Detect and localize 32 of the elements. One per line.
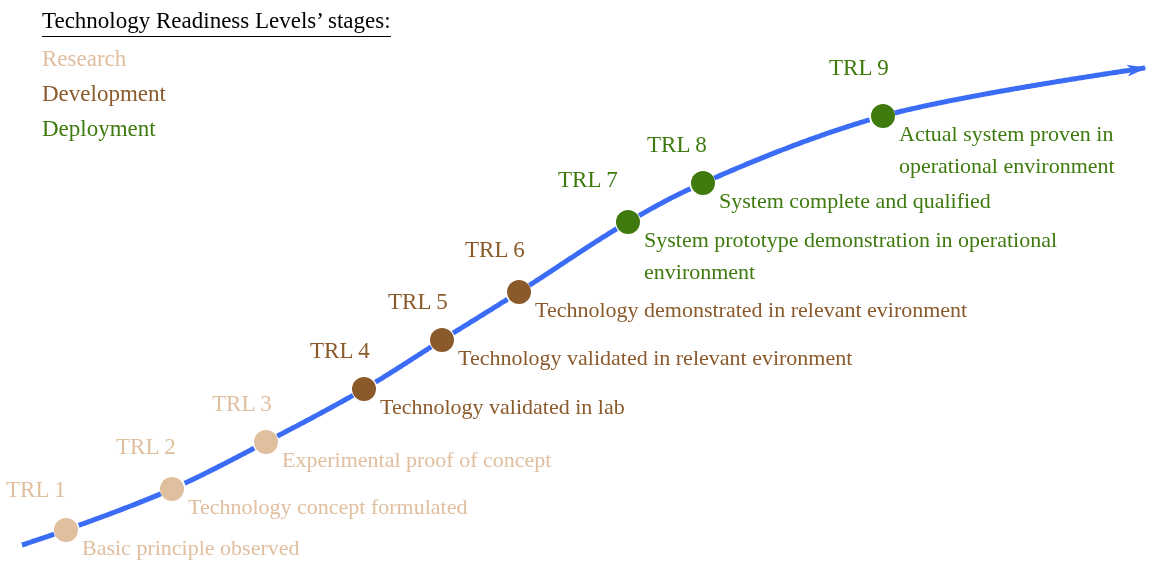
- level-description: System prototype demonstration in operational environment: [644, 226, 1059, 286]
- level-description: System complete and qualified: [719, 187, 992, 215]
- level-label: TRL 2: [116, 433, 176, 461]
- milestone-dot: [616, 210, 640, 234]
- legend-entry: Research: [42, 45, 127, 73]
- level-description: Experimental proof of concept: [282, 446, 553, 474]
- milestone-dot: [507, 280, 531, 304]
- milestone-dot: [352, 377, 376, 401]
- legend-title: Technology Readiness Levels’ stages:: [42, 6, 391, 37]
- level-description: Technology validated in lab: [380, 393, 626, 421]
- level-label: TRL 9: [829, 54, 889, 82]
- level-description: Technology validated in relevant evironment: [458, 344, 854, 372]
- legend-entry: Development: [42, 80, 166, 108]
- level-label: TRL 7: [558, 166, 618, 194]
- curve-arrow: [894, 64, 1148, 116]
- level-description: Technology demonstrated in relevant evironment: [535, 296, 969, 324]
- level-description: Basic principle observed: [82, 534, 301, 561]
- level-description: Actual system proven in operational environment: [899, 120, 1116, 180]
- milestone-dot: [430, 328, 454, 352]
- level-label: TRL 6: [465, 236, 525, 264]
- milestone-dot: [254, 430, 278, 454]
- level-label: TRL 3: [212, 390, 272, 418]
- level-description: Technology concept formulated: [188, 493, 469, 521]
- level-label: TRL 8: [647, 131, 707, 159]
- level-label: TRL 5: [388, 288, 448, 316]
- milestone-dot: [871, 104, 895, 128]
- legend-entry: Deployment: [42, 115, 156, 143]
- level-label: TRL 4: [310, 337, 370, 365]
- level-label: TRL 1: [6, 476, 66, 504]
- milestone-dot: [691, 171, 715, 195]
- milestone-dot: [54, 518, 78, 542]
- milestone-dot: [160, 477, 184, 501]
